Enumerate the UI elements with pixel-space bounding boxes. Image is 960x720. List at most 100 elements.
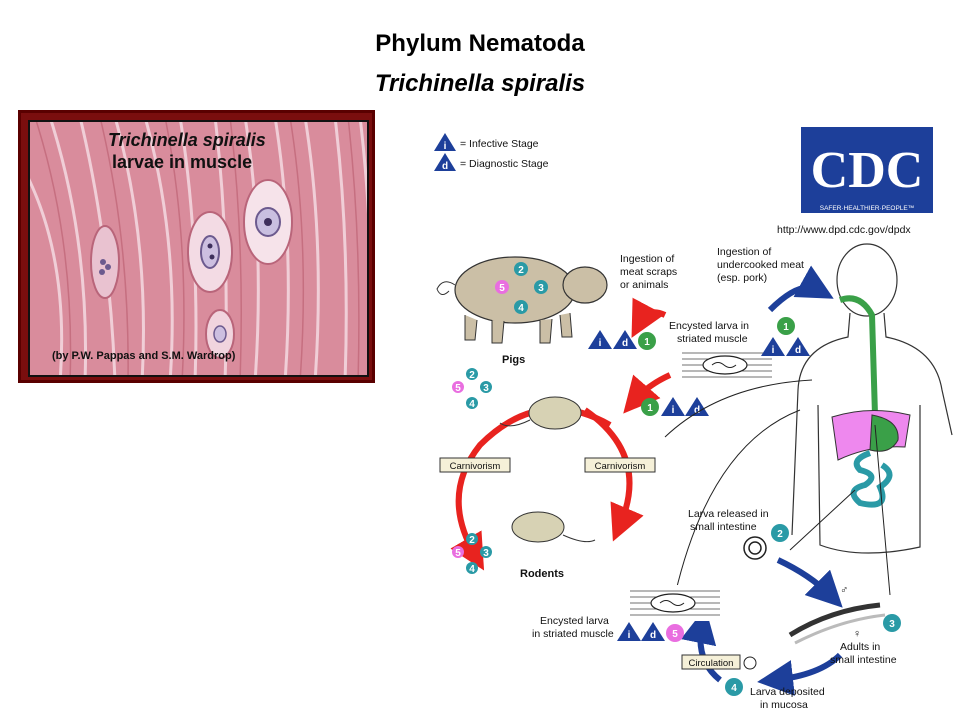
- cdc-logo: CDC SAFER·HEALTHIER·PEOPLE™: [801, 127, 933, 213]
- arrow-circulation: [680, 607, 722, 683]
- adult-worms-icon: [788, 602, 886, 645]
- svg-text:i: i: [628, 630, 631, 641]
- arrow-to-human: [767, 265, 834, 313]
- svg-text:1: 1: [783, 322, 789, 333]
- svg-text:2: 2: [777, 529, 783, 540]
- cdc-url: http://www.dpd.cdc.gov/dpdx: [777, 224, 911, 236]
- svg-text:1: 1: [647, 403, 653, 414]
- svg-text:d: d: [795, 345, 801, 356]
- carnivorism-box-left: Carnivorism: [439, 457, 511, 473]
- svg-text:d: d: [650, 630, 656, 641]
- label-adults-1: Adults in: [840, 641, 880, 653]
- svg-text:i: i: [772, 345, 775, 356]
- connector-circulation: [674, 409, 801, 596]
- label-ingestion-scraps-3: or animals: [620, 279, 668, 291]
- svg-text:2: 2: [469, 535, 475, 546]
- larva-cyst: [90, 225, 120, 299]
- larva-cyst: [243, 179, 293, 265]
- svg-text:d: d: [694, 405, 700, 416]
- deposited-larva-icon: [743, 656, 757, 670]
- svg-text:4: 4: [469, 399, 475, 410]
- label-rodents: Rodents: [520, 568, 564, 580]
- micrograph-caption-species: Trichinella spiralis: [108, 130, 266, 150]
- female-symbol: ♀: [853, 628, 861, 640]
- svg-text:5: 5: [499, 283, 505, 294]
- muscle-tissue-drawing: [30, 122, 367, 375]
- svg-text:2: 2: [518, 265, 524, 276]
- svg-text:3: 3: [889, 619, 895, 630]
- label-larva-deposited-1: Larva deposited: [750, 686, 825, 698]
- label-larva-released-2: small intestine: [690, 521, 757, 533]
- connector-muscle: [664, 379, 813, 438]
- svg-text:4: 4: [469, 564, 475, 575]
- svg-text:3: 3: [483, 548, 489, 559]
- svg-text:4: 4: [731, 683, 737, 694]
- micrograph-image: Trichinella spiralis larvae in muscle (b…: [28, 120, 369, 377]
- carnivorism-box-right: Carnivorism: [584, 457, 656, 473]
- stage-markers-human: 1 i d: [761, 317, 810, 356]
- arrow-to-mucosa: [757, 652, 843, 696]
- stage-markers-encysted: i d 5: [617, 622, 684, 642]
- svg-text:3: 3: [483, 383, 489, 394]
- label-pigs: Pigs: [502, 354, 525, 366]
- label-encysted-bottom-1: Encysted larva: [540, 615, 609, 627]
- micrograph-caption-location: larvae in muscle: [112, 152, 253, 172]
- stage-4-marker: [725, 678, 743, 696]
- label-encysted-top-1: Encysted larva in: [669, 320, 749, 332]
- svg-text:SAFER·HEALTHIER·PEOPLE™: SAFER·HEALTHIER·PEOPLE™: [820, 205, 915, 212]
- legend-infective: i = Infective Stage: [434, 133, 539, 152]
- muscle-micrograph: Trichinella spiralis larvae in muscle (b…: [18, 110, 375, 383]
- larva-cyst: [205, 309, 235, 359]
- stage-markers-rodent: 1 i d: [641, 397, 709, 416]
- svg-text:= Infective Stage: = Infective Stage: [460, 138, 539, 150]
- rodent-stage-cycle-bottom: 2 3 4 5: [452, 533, 492, 575]
- svg-text:= Diagnostic Stage: = Diagnostic Stage: [460, 158, 549, 170]
- arrow-to-pig: [631, 297, 667, 338]
- life-cycle-diagram: i = Infective Stage d = Diagnostic Stage…: [434, 127, 953, 711]
- svg-text:3: 3: [538, 283, 544, 294]
- stage-3-marker: [883, 614, 901, 632]
- label-ingestion-scraps-1: Ingestion of: [620, 253, 674, 265]
- label-ingestion-meat-1: Ingestion of: [717, 246, 771, 258]
- svg-text:i: i: [444, 141, 447, 152]
- svg-text:d: d: [622, 338, 628, 349]
- arrow-to-rodent: [623, 372, 672, 414]
- rodent-illustration-top: [499, 396, 582, 430]
- svg-text:d: d: [442, 161, 448, 172]
- svg-text:i: i: [599, 338, 602, 349]
- label-ingestion-meat-2: undercooked meat: [717, 259, 804, 271]
- rodent-illustration-bottom: [511, 511, 596, 543]
- page-subtitle: Trichinella spiralis: [374, 70, 586, 97]
- micrograph-credit: (by P.W. Pappas and S.M. Wardrop): [52, 350, 236, 362]
- stage-2-marker: [771, 524, 789, 542]
- human-figure: [791, 243, 953, 554]
- svg-text:5: 5: [672, 629, 678, 640]
- pig-stage-cycle: 2 3 4 5: [495, 262, 548, 314]
- page-title: Phylum Nematoda: [375, 30, 585, 57]
- stage-markers-pig: i d 1: [588, 330, 656, 350]
- svg-text:i: i: [672, 405, 675, 416]
- legend-diagnostic: d = Diagnostic Stage: [434, 153, 549, 172]
- svg-text:5: 5: [455, 548, 461, 559]
- label-encysted-bottom-2: in striated muscle: [532, 628, 614, 640]
- label-ingestion-scraps-2: meat scraps: [620, 266, 677, 278]
- label-ingestion-meat-3: (esp. pork): [717, 272, 767, 284]
- svg-text:Carnivorism: Carnivorism: [595, 461, 646, 472]
- svg-text:2: 2: [469, 370, 475, 381]
- svg-text:Carnivorism: Carnivorism: [450, 461, 501, 472]
- circulation-box: Circulation: [681, 654, 741, 670]
- arrow-to-adults: [776, 557, 843, 608]
- svg-text:Circulation: Circulation: [689, 658, 734, 669]
- pig-illustration: [436, 256, 608, 344]
- svg-text:1: 1: [644, 337, 650, 348]
- digestive-tract: [831, 295, 911, 508]
- muscle-cyst-icon-bottom: [630, 585, 720, 621]
- svg-text:5: 5: [455, 383, 461, 394]
- svg-text:CDC: CDC: [811, 142, 924, 199]
- label-adults-2: small intestine: [830, 654, 897, 666]
- label-larva-released-1: Larva released in: [688, 508, 769, 520]
- svg-text:4: 4: [518, 303, 524, 314]
- label-larva-deposited-2: in mucosa: [760, 699, 808, 711]
- coiled-larva-icon: [743, 536, 767, 560]
- rodent-stage-cycle-top: 2 3 4 5: [452, 368, 492, 410]
